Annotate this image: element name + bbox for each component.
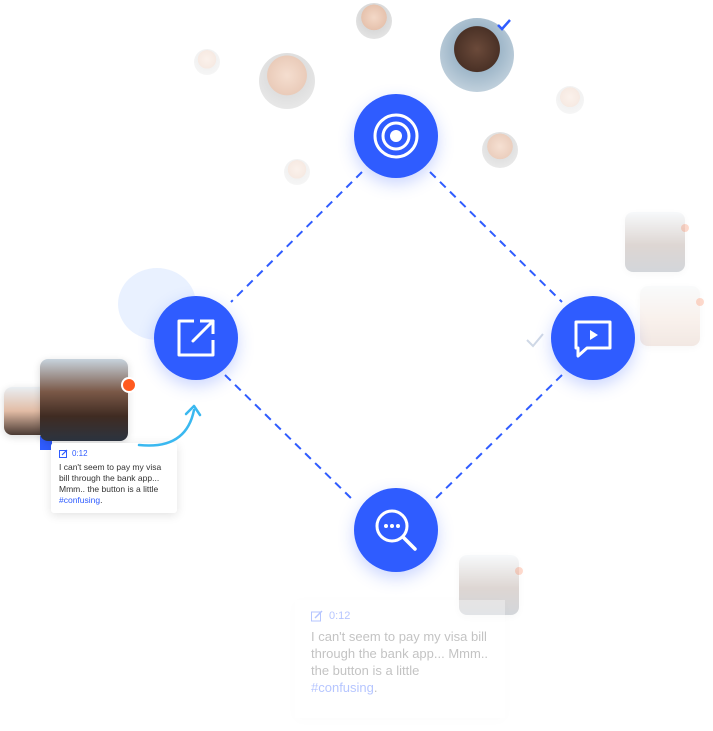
feedback-message-text: I can't seem to pay my visa bill through… [59,462,162,494]
avatar-floating-7 [284,159,310,185]
connector-right-bottom [431,374,563,503]
connector-left-bottom [224,374,356,503]
node-search[interactable] [354,488,438,572]
ghost-time-text: 0:12 [329,610,351,622]
avatar-floating-5 [556,86,584,114]
ghost-edit-icon [311,610,323,622]
faint-check-icon [526,333,544,348]
photo-thumb-right-2 [640,286,700,346]
feedback-message: I can't seem to pay my visa bill through… [59,462,169,506]
record-dot-faded-1 [681,224,689,232]
feedback-card: 0:12 I can't seem to pay my visa bill th… [51,443,177,513]
record-dot-faded-2 [696,298,704,306]
photo-large-man [40,359,128,441]
ghost-message: I can't seem to pay my visa bill through… [311,628,489,696]
feedback-tag[interactable]: #confusing [59,495,101,505]
target-icon [373,113,419,159]
curved-arrow [137,404,202,447]
ghost-message-text: I can't seem to pay my visa bill through… [311,629,489,678]
record-dot [121,377,137,393]
feedback-time-text: 0:12 [72,449,88,458]
avatar-floating-6 [482,132,518,168]
ghost-message-end: . [373,680,378,695]
photo-thumb-bottom [459,555,519,615]
avatar-floating-4 [259,53,315,109]
feedback-timestamp: 0:12 [59,449,169,458]
edit-icon [59,449,68,458]
connector-top-left [230,171,363,303]
node-message[interactable] [551,296,635,380]
feedback-message-end: . [100,495,103,505]
ghost-timestamp: 0:12 [311,610,489,622]
avatar-floating-1 [356,3,392,39]
photo-thumb-right-1 [625,212,685,272]
record-dot-faded-3 [515,567,523,575]
verified-check-icon [496,18,512,37]
ghost-tag: #confusing [311,680,374,695]
play-message-icon [574,320,612,358]
node-share[interactable] [154,296,238,380]
share-external-icon [177,319,215,357]
node-target[interactable] [354,94,438,178]
avatar-floating-3 [194,49,220,75]
connector-top-right [429,171,563,303]
search-dots-icon [375,509,417,551]
ghost-feedback-card: 0:12 I can't seem to pay my visa bill th… [295,600,505,718]
